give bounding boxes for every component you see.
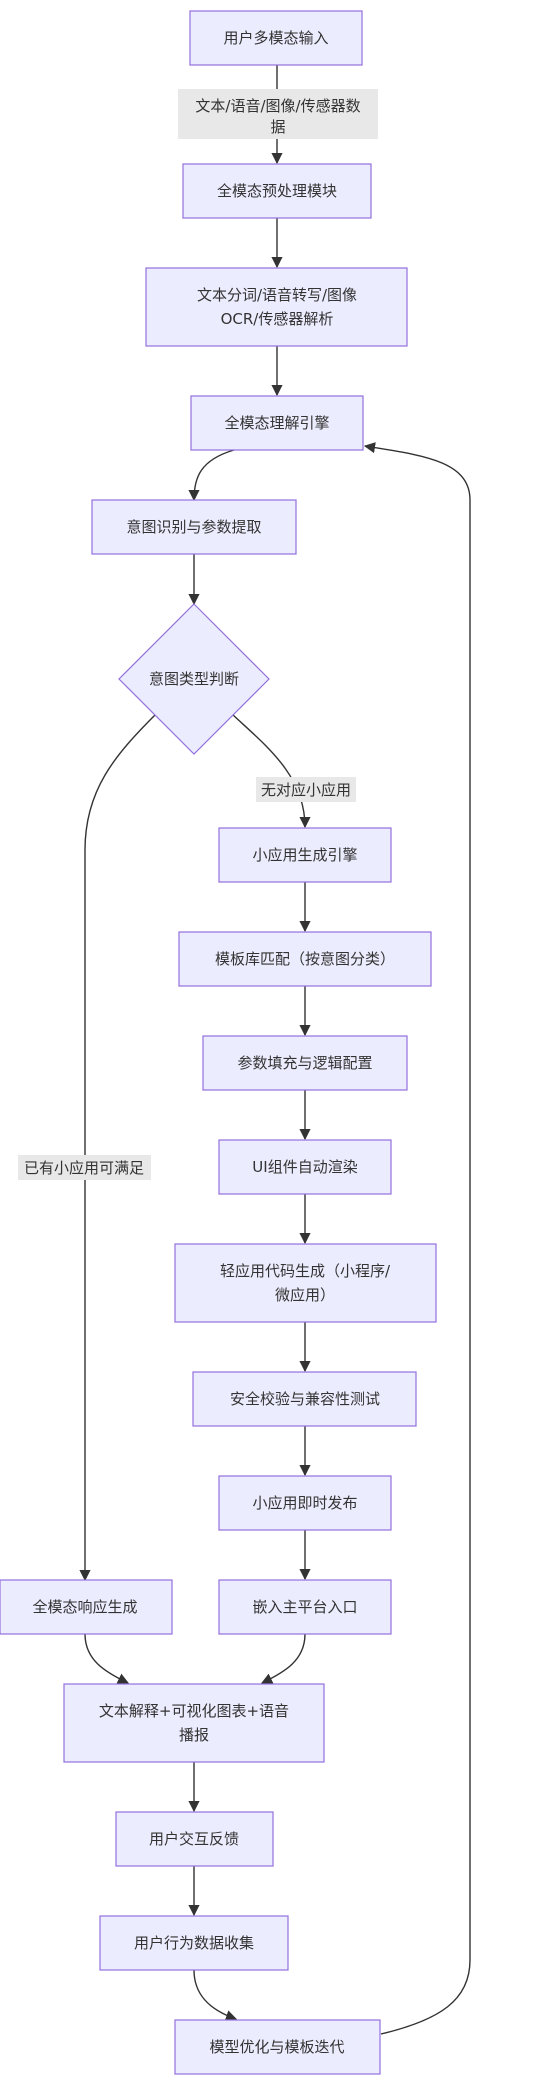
edge-response-to-output — [84, 1633, 130, 1684]
svg-text:用户交互反馈: 用户交互反馈 — [149, 1830, 239, 1848]
node-output: 文本解释+可视化图表+语音 播报 — [63, 1683, 325, 1763]
svg-text:小应用生成引擎: 小应用生成引擎 — [252, 846, 357, 864]
node-instant-publish: 小应用即时发布 — [218, 1475, 392, 1531]
edge-collect-to-optimize — [193, 1969, 238, 2021]
svg-text:全模态响应生成: 全模态响应生成 — [32, 1598, 137, 1616]
edge-label-has-miniapp: 已有小应用可满足 — [18, 1155, 151, 1180]
svg-text:安全校验与兼容性测试: 安全校验与兼容性测试 — [230, 1390, 380, 1408]
node-miniapp-engine: 小应用生成引擎 — [218, 827, 392, 883]
svg-text:已有小应用可满足: 已有小应用可满足 — [24, 1159, 144, 1177]
node-intent-decision: 意图类型判断 — [118, 603, 270, 755]
edge-optimize-to-understanding — [363, 442, 471, 2035]
svg-text:模型优化与模板迭代: 模型优化与模板迭代 — [209, 2038, 344, 2056]
node-model-optimize: 模型优化与模板迭代 — [174, 2019, 381, 2075]
svg-text:用户行为数据收集: 用户行为数据收集 — [134, 1934, 254, 1952]
svg-text:嵌入主平台入口: 嵌入主平台入口 — [252, 1598, 357, 1616]
svg-text:全模态预处理模块: 全模态预处理模块 — [217, 182, 337, 200]
svg-text:无对应小应用: 无对应小应用 — [261, 781, 351, 799]
node-behavior-collect: 用户行为数据收集 — [99, 1915, 289, 1971]
svg-text:文本/语音/图像/传感器数: 文本/语音/图像/传感器数 — [195, 97, 360, 115]
edge-label-input-types: 文本/语音/图像/传感器数 据 — [178, 89, 378, 139]
edge-understanding-to-intent — [188, 449, 235, 502]
node-template-match: 模板库匹配（按意图分类） — [178, 931, 432, 987]
svg-text:文本分词/语音转写/图像: 文本分词/语音转写/图像 — [197, 286, 357, 304]
svg-text:用户多模态输入: 用户多模态输入 — [223, 29, 328, 47]
svg-text:小应用即时发布: 小应用即时发布 — [252, 1494, 357, 1512]
node-codegen: 轻应用代码生成（小程序/ 微应用） — [174, 1243, 437, 1323]
edge-embed-to-output — [260, 1633, 306, 1684]
edge-decision-to-miniapp — [231, 713, 311, 829]
svg-text:文本解释+可视化图表+语音: 文本解释+可视化图表+语音 — [99, 1702, 289, 1720]
edge-decision-to-response — [79, 713, 157, 1582]
node-multimodal-response: 全模态响应生成 — [0, 1579, 173, 1635]
node-ui-render: UI组件自动渲染 — [218, 1139, 392, 1195]
svg-text:意图类型判断: 意图类型判断 — [149, 670, 239, 688]
node-intent-extract: 意图识别与参数提取 — [91, 499, 297, 555]
svg-text:UI组件自动渲染: UI组件自动渲染 — [252, 1158, 357, 1176]
svg-text:参数填充与逻辑配置: 参数填充与逻辑配置 — [237, 1054, 372, 1072]
node-param-fill: 参数填充与逻辑配置 — [202, 1035, 408, 1091]
svg-text:微应用）: 微应用） — [275, 1286, 335, 1304]
node-embed-entry: 嵌入主平台入口 — [218, 1579, 392, 1635]
node-multimodal-input: 用户多模态输入 — [189, 10, 363, 66]
svg-text:播报: 播报 — [179, 1726, 209, 1744]
svg-text:轻应用代码生成（小程序/: 轻应用代码生成（小程序/ — [220, 1262, 391, 1280]
node-security-test: 安全校验与兼容性测试 — [192, 1371, 417, 1427]
node-feedback: 用户交互反馈 — [115, 1811, 274, 1867]
node-understanding: 全模态理解引擎 — [190, 395, 364, 451]
node-parse: 文本分词/语音转写/图像 OCR/传感器解析 — [145, 267, 408, 347]
svg-text:OCR/传感器解析: OCR/传感器解析 — [221, 310, 334, 328]
edge-label-no-miniapp: 无对应小应用 — [256, 777, 356, 802]
svg-text:意图识别与参数提取: 意图识别与参数提取 — [126, 518, 261, 536]
svg-text:据: 据 — [270, 118, 285, 136]
node-preprocess: 全模态预处理模块 — [182, 163, 372, 219]
svg-text:全模态理解引擎: 全模态理解引擎 — [224, 414, 329, 432]
svg-text:模板库匹配（按意图分类）: 模板库匹配（按意图分类） — [215, 950, 395, 968]
